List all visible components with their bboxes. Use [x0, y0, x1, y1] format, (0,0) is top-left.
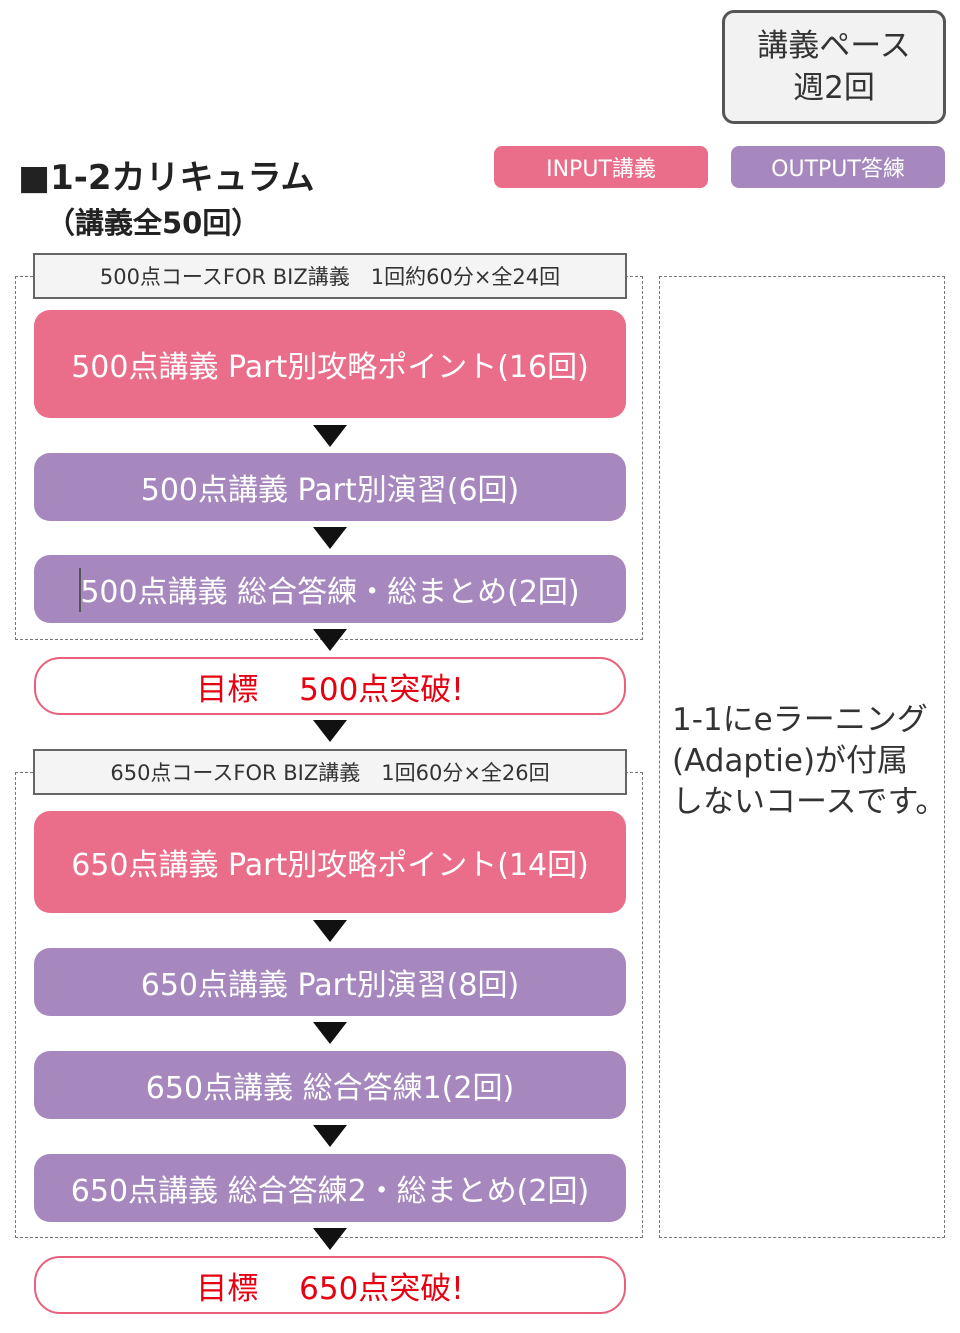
legend-output: OUTPUT答練	[731, 146, 945, 188]
course650-step-practice: 650点講義 Part別演習(8回)	[34, 948, 626, 1016]
lecture-pace-box: 講義ペース 週2回	[722, 10, 946, 124]
course650-goal: 目標 650点突破!	[34, 1256, 626, 1314]
flow-arrow	[313, 720, 347, 742]
course500-step-practice: 500点講義 Part別演習(6回)	[34, 453, 626, 521]
course650-header: 650点コースFOR BIZ講義 1回60分×全26回	[33, 749, 627, 795]
legend-input: INPUT講義	[494, 146, 708, 188]
text-cursor	[79, 568, 81, 612]
course-note-line: 1-1にeラーニング	[672, 702, 928, 738]
flow-arrow	[313, 1022, 347, 1044]
flow-arrow	[313, 1228, 347, 1250]
page-subtitle: （講義全50回）	[46, 206, 261, 240]
flow-arrow	[313, 1125, 347, 1147]
note-group	[659, 276, 945, 1238]
flow-arrow	[313, 920, 347, 942]
course500-goal: 目標 500点突破!	[34, 657, 626, 715]
course500-step-review: 500点講義 総合答練・総まとめ(2回)	[34, 555, 626, 623]
lecture-pace-value: 週2回	[793, 70, 875, 106]
course-note: 1-1にeラーニング (Adaptie)が付属 しないコースです。	[672, 700, 946, 823]
course650-step-input: 650点講義 Part別攻略ポイント(14回)	[34, 811, 626, 913]
course500-header: 500点コースFOR BIZ講義 1回約60分×全24回	[33, 253, 627, 299]
course650-step-review1: 650点講義 総合答練1(2回)	[34, 1051, 626, 1119]
flow-arrow	[313, 425, 347, 447]
course500-step-input: 500点講義 Part別攻略ポイント(16回)	[34, 310, 626, 418]
course-note-line: しないコースです。	[672, 784, 947, 820]
course650-step-review2: 650点講義 総合答練2・総まとめ(2回)	[34, 1154, 626, 1222]
lecture-pace-label: 講義ペース	[757, 28, 911, 64]
page-title: ■1-2カリキュラム	[18, 158, 315, 198]
course-note-line: (Adaptie)が付属	[672, 743, 909, 779]
flow-arrow	[313, 629, 347, 651]
flow-arrow	[313, 527, 347, 549]
